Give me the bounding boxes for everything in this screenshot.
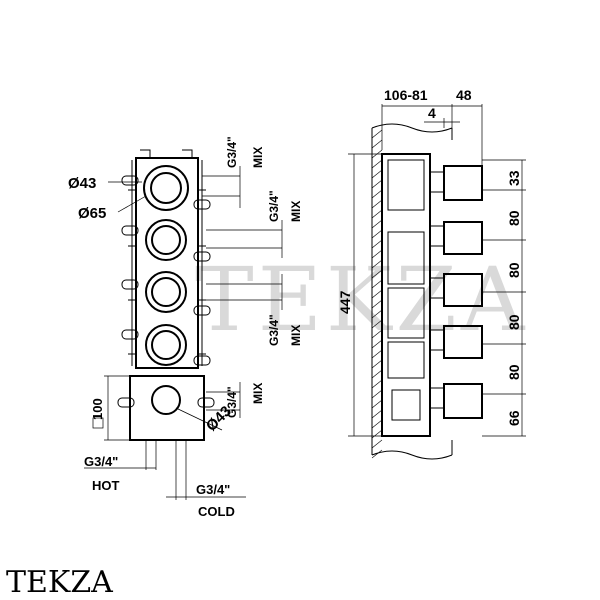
- hatch-line: [371, 199, 383, 209]
- side-view: 106-81 48 4 447 33 80 80 80 80 66: [337, 87, 526, 460]
- spacing-label-4: 80: [506, 314, 522, 330]
- connection-label-4: G3/4": [225, 386, 239, 418]
- connection-label-2: G3/4": [267, 190, 281, 222]
- valve-outlet-1: [143, 165, 189, 211]
- hot-size-label: G3/4": [84, 454, 118, 469]
- hatch-line: [371, 369, 383, 379]
- top-dim-1-label: 106-81: [384, 87, 428, 103]
- spacing-label-1: 33: [506, 170, 522, 186]
- thermostat-box: [129, 375, 205, 441]
- hatch-line: [371, 309, 383, 319]
- valve-body-section: [381, 153, 431, 437]
- hatch-line: [371, 339, 383, 349]
- hatch-line: [371, 419, 383, 429]
- mounting-frame: [128, 149, 206, 369]
- wall-section: [371, 123, 453, 460]
- outlet-stubs: [430, 165, 483, 419]
- hatch-line: [371, 379, 383, 389]
- hatch-line: [371, 429, 383, 439]
- hot-label: HOT: [92, 478, 120, 493]
- dia-43-top-label: Ø43: [68, 175, 96, 192]
- hatch-line: [371, 329, 383, 339]
- hatch-line: [371, 389, 383, 399]
- top-dim-3-label: 4: [428, 105, 436, 121]
- dia-65-label: Ø65: [78, 205, 106, 222]
- hatch-line: [371, 449, 383, 459]
- hatch-line: [371, 209, 383, 219]
- total-height-label: 447: [337, 290, 353, 314]
- hatch-line: [371, 409, 383, 419]
- hatch-line: [371, 349, 383, 359]
- hatch-line: [371, 179, 383, 189]
- spacing-label-5: 80: [506, 364, 522, 380]
- hatch-line: [371, 139, 383, 149]
- watermark: TEKZA: [195, 248, 528, 351]
- hatch-line: [371, 169, 383, 179]
- cold-label: COLD: [198, 504, 235, 519]
- brand-label: TEKZA: [6, 565, 113, 600]
- valve-outlet-3: [145, 271, 187, 313]
- front-view: Ø43 Ø65 Ø43 G3/4" MIX G3/4" MIX G3/4" MI…: [68, 136, 303, 519]
- hatch-line: [371, 189, 383, 199]
- hatch-line: [371, 299, 383, 309]
- hatch-line: [371, 159, 383, 169]
- spacing-label-2: 80: [506, 210, 522, 226]
- hatch-line: [371, 399, 383, 409]
- valve-outlet-4: [145, 324, 187, 366]
- hatch-line: [371, 289, 383, 299]
- cold-size-label: G3/4": [196, 482, 230, 497]
- hatch-line: [371, 249, 383, 259]
- hatch-line: [371, 219, 383, 229]
- connection-label-1: G3/4": [225, 136, 239, 168]
- top-dim-2-label: 48: [456, 87, 472, 103]
- spacing-label-3: 80: [506, 262, 522, 278]
- hatch-line: [371, 319, 383, 329]
- connection-dimension-lines: [202, 166, 283, 418]
- mix-label-4: MIX: [251, 383, 265, 404]
- hatch-line: [371, 279, 383, 289]
- hatch-line: [371, 129, 383, 139]
- connection-label-3: G3/4": [267, 314, 281, 346]
- hatch-line: [371, 439, 383, 449]
- hatch-line: [371, 239, 383, 249]
- box-height-label: 100: [90, 398, 105, 420]
- mix-label-1: MIX: [251, 147, 265, 168]
- mounting-lugs: [117, 175, 215, 408]
- spacing-label-6: 66: [506, 410, 522, 426]
- hatch-line: [371, 259, 383, 269]
- mix-label-2: MIX: [289, 201, 303, 222]
- valve-outlet-2: [145, 219, 187, 261]
- hatch-line: [371, 269, 383, 279]
- mix-label-3: MIX: [289, 325, 303, 346]
- hatch-line: [371, 229, 383, 239]
- hatch-line: [371, 359, 383, 369]
